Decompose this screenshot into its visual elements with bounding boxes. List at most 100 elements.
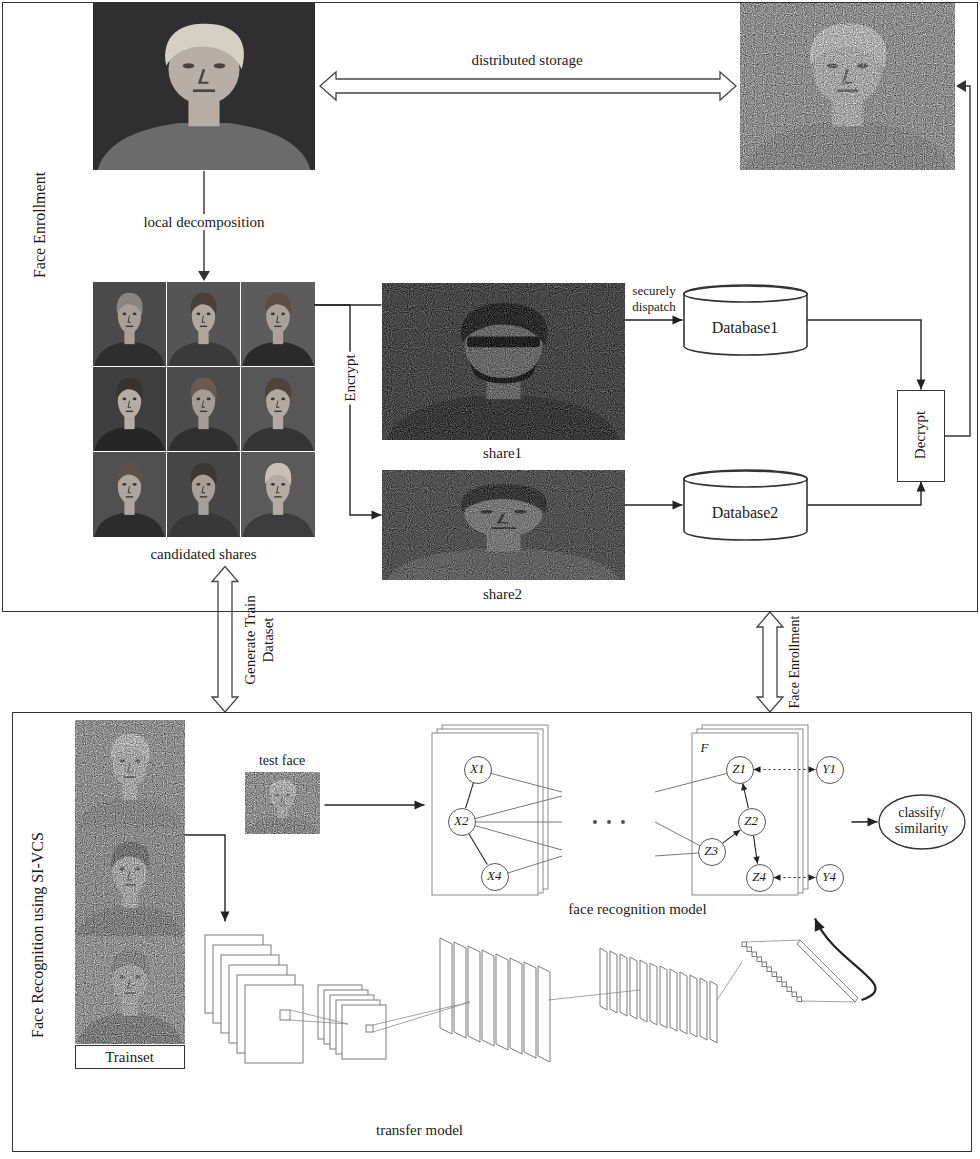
arrow-head — [917, 482, 926, 492]
share-grid — [167, 452, 240, 537]
cnn-layers — [630, 957, 637, 1019]
share-grid — [265, 293, 291, 316]
share-grid — [168, 427, 238, 451]
cylinder-top — [684, 471, 807, 487]
arrow-head — [753, 856, 759, 863]
share-grid — [122, 398, 136, 412]
arrow-head — [733, 830, 740, 837]
cnn-layers — [538, 966, 550, 1062]
share-grid — [271, 313, 285, 327]
test-face: test face — [240, 752, 325, 838]
share-grid — [167, 282, 240, 366]
cnn-layers — [762, 962, 767, 967]
variable-label: Z4 — [752, 869, 766, 884]
trainset-images — [111, 734, 150, 763]
arrow-head — [673, 316, 683, 325]
variable-label: X1 — [470, 761, 484, 776]
arrow-head — [867, 817, 877, 826]
connector-line — [815, 919, 875, 1001]
text-holder: F — [701, 740, 709, 756]
text-holder: X4 — [487, 868, 501, 884]
text-holder: Trainset — [75, 1045, 185, 1069]
share-grid — [241, 452, 315, 537]
cnn-layers — [787, 987, 792, 992]
figure-caption: candidated shares — [150, 546, 256, 562]
variable-label: Z1 — [732, 761, 746, 776]
share1-image — [382, 283, 625, 440]
text-holder: share1 — [483, 444, 522, 462]
share-grid — [93, 367, 166, 451]
text-holder: local decomposition — [140, 213, 267, 231]
layer-letter: F — [701, 740, 709, 755]
cnn-layers — [440, 938, 452, 1034]
cnn-layers — [767, 967, 772, 972]
cnn-layers — [468, 946, 480, 1042]
variable-node: Y1 — [816, 756, 844, 784]
connector-line — [808, 482, 922, 506]
text-holder: distributed storage — [471, 51, 582, 69]
text-holder: transfer model — [376, 1121, 463, 1139]
noisy-face — [810, 24, 886, 70]
cnn-layers — [610, 951, 617, 1013]
cnn-layers — [524, 962, 536, 1058]
ellipsis-dots — [621, 820, 625, 824]
text-holder: X2 — [454, 813, 468, 829]
arrow-head — [754, 766, 761, 772]
share-grid — [242, 427, 313, 451]
trainset-images — [77, 798, 183, 828]
cnn-layers — [670, 969, 677, 1031]
cnn-layers — [782, 982, 787, 987]
share-grid — [93, 367, 166, 451]
decrypt-line — [945, 86, 970, 436]
text-holder: Y1 — [822, 761, 836, 777]
trainset-images — [77, 1014, 183, 1044]
test-face-image — [275, 795, 289, 806]
share-image: share1 — [382, 283, 625, 465]
share2-image — [480, 510, 527, 529]
trainset-images — [75, 828, 185, 936]
connector — [753, 835, 759, 863]
connector — [754, 766, 816, 772]
share-grid — [93, 282, 315, 537]
face-photo — [93, 2, 315, 170]
text-holder: Z1 — [732, 761, 746, 777]
trainset-images — [111, 842, 150, 871]
share-grid — [94, 342, 164, 366]
share-grid — [122, 483, 136, 498]
cnn-links — [290, 1010, 348, 1024]
face-photo — [93, 2, 315, 170]
cylinder-top — [684, 286, 807, 302]
cnn-links — [290, 1020, 348, 1024]
variable-label: Y1 — [822, 761, 836, 776]
share1-image — [382, 283, 625, 440]
share2-image — [382, 470, 625, 580]
variable-node: Z1 — [726, 756, 754, 784]
variable-node: X4 — [481, 863, 509, 891]
arrow-head — [198, 271, 210, 281]
share-grid — [265, 378, 291, 401]
text-holder: Y4 — [822, 869, 836, 885]
face-photo — [183, 63, 226, 92]
share-grid — [93, 282, 166, 366]
share1-image — [387, 396, 620, 440]
cnn-layers — [496, 954, 508, 1050]
share-grid — [94, 513, 164, 537]
noisy-face — [740, 2, 955, 170]
share-grid — [93, 452, 166, 537]
trainset-images — [119, 975, 140, 994]
share2-image — [387, 549, 620, 580]
share2-image — [461, 484, 547, 514]
recognition-model: Fface recognition modelX1X2X4Z1Z2Z3Z4Y1Y… — [425, 722, 852, 919]
figure-caption: transfer model — [376, 1122, 463, 1138]
variable-node: Z4 — [746, 864, 774, 892]
arrow-head — [774, 874, 781, 880]
share-grid — [271, 398, 285, 412]
cnn-layers — [700, 978, 707, 1040]
connector — [741, 783, 748, 808]
share-grid — [117, 293, 143, 316]
cnn-links — [746, 940, 800, 942]
share-grid — [196, 483, 210, 498]
